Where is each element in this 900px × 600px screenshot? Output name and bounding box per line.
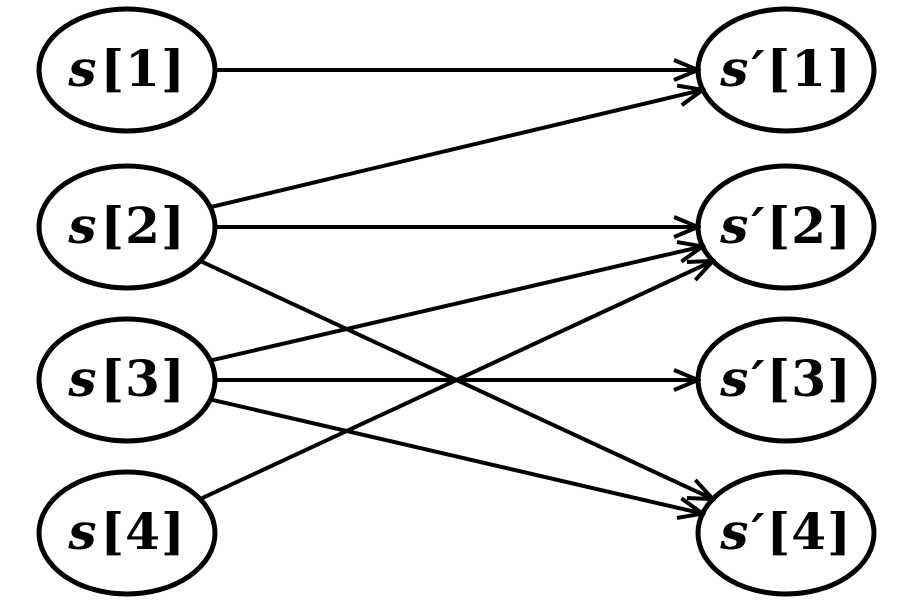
node-index: [3] <box>766 349 852 408</box>
node-index: [4] <box>100 502 186 561</box>
prime-mark: ′ <box>751 196 766 255</box>
node-var: s <box>68 196 98 255</box>
prime-mark: ′ <box>751 39 766 98</box>
prime-mark: ′ <box>751 502 766 561</box>
node-index: [4] <box>766 502 852 561</box>
node-var: s <box>720 349 750 408</box>
node-index: [1] <box>100 39 186 98</box>
node-label-s-prime-1: s′[1] <box>720 44 851 94</box>
node-var: s <box>68 39 98 98</box>
node-var: s <box>68 502 98 561</box>
node-label-s-prime-4: s′[4] <box>720 507 851 557</box>
node-index: [2] <box>766 196 852 255</box>
node-index: [3] <box>100 349 186 408</box>
prime-mark: ′ <box>751 349 766 408</box>
node-label-s-prime-3: s′[3] <box>720 354 851 404</box>
node-index: [2] <box>100 196 186 255</box>
node-var: s <box>68 349 98 408</box>
node-var: s <box>720 196 750 255</box>
node-label-s4: s[4] <box>68 507 185 557</box>
node-label-s-prime-2: s′[2] <box>720 201 851 251</box>
node-label-s2: s[2] <box>68 201 185 251</box>
node-var: s <box>720 39 750 98</box>
node-var: s <box>720 502 750 561</box>
node-label-s1: s[1] <box>68 44 185 94</box>
node-label-s3: s[3] <box>68 354 185 404</box>
node-index: [1] <box>766 39 852 98</box>
